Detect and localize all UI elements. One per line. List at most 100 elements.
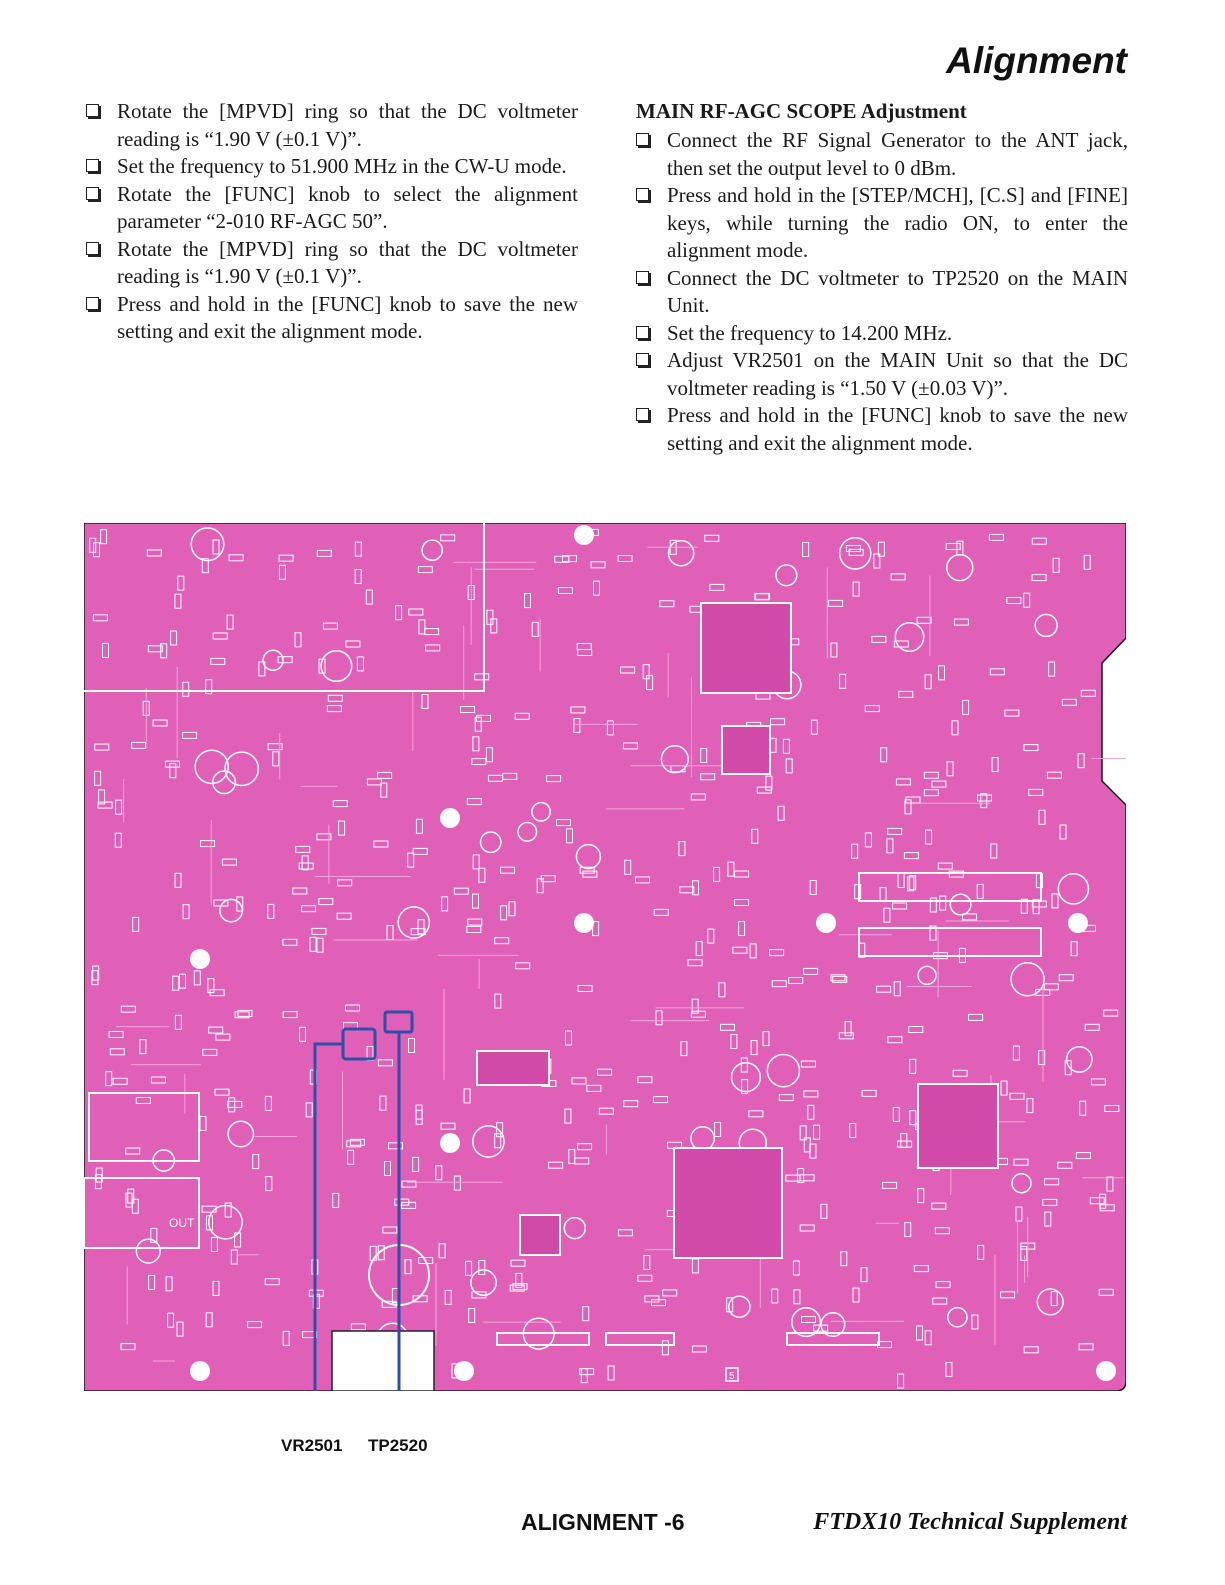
pcb-component [732,946,748,954]
pcb-component [228,1097,236,1113]
pcb-component [1012,1045,1020,1061]
pcb-component [536,878,544,894]
pcb-component [948,870,964,878]
pcb-component [828,599,844,607]
pcb-component [472,893,479,909]
pcb-component [882,1181,898,1189]
pcb-component [707,928,715,944]
pcb-component [316,833,332,841]
pcb-component [453,1175,461,1191]
pcb-component [877,541,885,557]
section-heading: MAIN RF-AGC SCOPE Adjustment [636,99,967,123]
pcb-component [318,898,334,906]
pcb-component [709,583,725,591]
pcb-component [887,1036,903,1044]
pcb-component [515,962,531,970]
step-item: Press and hold in the [STEP/MCH], [C.S] … [636,182,1128,265]
pcb-component [810,719,818,735]
pcb-component [474,673,490,681]
vr2501-callout-label: VR2501 [281,1436,343,1455]
pcb-mounting-hole [574,913,594,933]
pcb-component [327,694,343,702]
pcb-component [582,870,598,878]
pcb-component [691,998,699,1014]
pcb-component [350,1323,366,1331]
pcb-component [210,657,226,665]
pcb-component [900,1133,908,1149]
pcb-component [617,1229,633,1237]
pcb-component [182,681,190,697]
pcb-component [93,542,100,558]
pcb-component [210,1237,218,1252]
pcb-component [332,1192,340,1208]
pcb-component [176,1321,184,1337]
pcb-component [472,854,480,870]
pcb-capacitor [262,649,284,672]
pcb-component [799,1125,807,1141]
pcb-component [264,1278,280,1286]
pcb-component [212,539,220,555]
pcb-component [890,573,906,581]
pcb-component [258,661,266,677]
pcb-capacitor [219,898,244,923]
pcb-capacitor [894,622,925,652]
pcb-connector [605,1332,675,1346]
pcb-component [201,558,209,574]
pcb-component [294,632,302,648]
pcb-component [582,1306,590,1322]
pcb-component [690,793,706,801]
pcb-component [751,828,759,844]
pcb-component [1031,574,1047,582]
pcb-component [1015,1206,1023,1222]
pcb-component [1020,898,1028,914]
pcb-capacitor [728,1295,751,1319]
pcb-component [295,845,311,853]
pcb-component [880,747,888,763]
step-text: Rotate the [FUNC] knob to select the ali… [117,181,578,234]
pcb-component [734,870,750,878]
pcb-component [741,1079,749,1095]
pcb-component [476,714,491,722]
pcb-capacitor [470,1269,497,1297]
pcb-capacitor [947,1306,968,1328]
step-item: Adjust VR2501 on the MAIN Unit so that t… [636,347,1128,402]
pcb-capacitor [208,1204,243,1240]
pcb-component [316,937,324,953]
pcb-component [590,561,606,569]
pcb-component [852,1287,860,1303]
pcb-component [377,771,393,779]
pcb-component [226,614,234,630]
pcb-component [871,635,887,643]
pcb-component [1059,824,1067,840]
pcb-component [540,875,556,883]
step-text: Press and hold in the [STEP/MCH], [C.S] … [667,183,1128,262]
pcb-component [277,656,293,664]
pcb-component [401,1180,417,1188]
pcb-component [653,1096,668,1104]
pcb-component [514,712,530,720]
checkbox-icon [86,159,99,172]
pcb-component [98,789,106,805]
pcb-component [651,1299,666,1307]
pcb-component [1023,592,1031,608]
pcb-capacitor [1010,961,1045,997]
left-step-list: Rotate the [MPVD] ring so that the DC vo… [86,98,578,346]
pcb-component [174,872,182,888]
pcb-component [1098,1288,1114,1296]
pcb-component [1043,983,1059,991]
pcb-component [945,1361,953,1377]
pcb-component [496,1122,504,1138]
pcb-component [148,1274,156,1290]
pcb-chip [700,602,792,694]
pcb-component [597,1068,613,1076]
pcb-component [662,1289,678,1297]
pcb-component [797,1168,805,1184]
pcb-component [931,780,947,788]
pcb-component [803,1090,819,1098]
pcb-capacitor [575,843,602,870]
pcb-component [278,564,286,580]
checkbox-icon [636,270,649,284]
pcb-component [1103,1009,1119,1017]
step-text: Rotate the [MPVD] ring so that the DC vo… [117,99,578,151]
pcb-component [864,705,880,713]
